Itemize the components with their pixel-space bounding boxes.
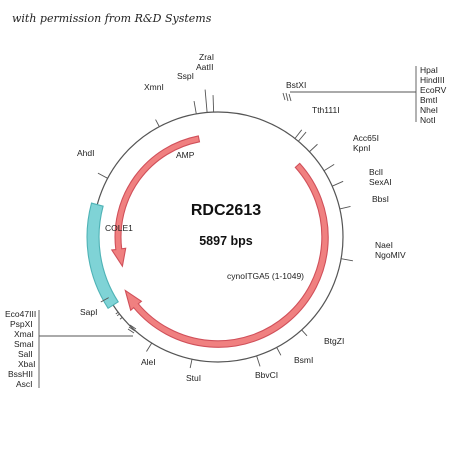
site-label-acc65i: Acc65I [353,133,379,143]
site-tick [212,95,215,113]
mcs-label-asci: AscI [16,379,33,389]
mcs-leader [127,328,135,334]
mcs-leader [129,324,137,330]
site-label-bsmi: BsmI [294,355,313,365]
feature-label-cole1: COLE1 [105,223,133,233]
site-tick [256,355,261,367]
site-tick [332,180,344,187]
mcs-label-noti: NotI [420,115,436,125]
mcs-label-ecorv: EcoRV [420,85,447,95]
site-tick [146,342,153,352]
mcs-leader [288,93,292,102]
site-tick [298,131,307,142]
site-label-alei: AleI [141,357,156,367]
site-tick [301,329,308,337]
site-label-kpni: KpnI [353,143,371,153]
site-label-sexai: SexAI [369,177,392,187]
mcs-label-sali: SalI [18,349,33,359]
site-tick [189,359,193,369]
site-label-tth111i: Tth111I [312,105,340,115]
mcs-leader [128,326,136,332]
mcs-label-bmti: BmtI [420,95,437,105]
mcs-label-xmai: XmaI [14,329,34,339]
site-label-naei: NaeI [375,240,393,250]
site-label-zrai: ZraI [199,52,214,62]
mcs-leader [282,92,286,101]
site-label-ngomiv: NgoMIV [375,250,406,260]
site-label-sapi: SapI [80,307,98,317]
plasmid-size: 5897 bps [199,234,253,248]
plasmid-name: RDC2613 [191,202,261,219]
mcs-label-smai: SmaI [14,339,34,349]
mcs-left-labels: Eco47III PspXI XmaI SmaI SalI XbaI BssHI… [5,309,36,389]
feature-cole1-arc [86,202,119,310]
site-label-sspi: SspI [177,71,194,81]
site-label-xmni: XmnI [144,82,164,92]
feature-label-amp: AMP [176,150,195,160]
site-tick [97,172,108,179]
mcs-label-pspxi: PspXI [10,319,33,329]
feature-label-cynoitga5: cynoITGA5 (1-1049) [227,271,304,281]
mcs-label-hpai: HpaI [420,65,438,75]
mcs-label-xbai: XbaI [18,359,36,369]
feature-cynoitga5-arc [124,162,329,348]
site-tick [276,347,282,356]
site-tick [341,258,353,262]
site-tick [119,317,123,320]
feature-amp-arc [110,135,201,268]
site-tick [115,311,119,315]
site-label-aatii: AatII [196,62,213,72]
mcs-leader [285,92,289,102]
site-tick [155,119,160,127]
site-tick [116,313,120,317]
mcs-label-bsshii: BssHII [8,369,33,379]
site-labels: ZraI AatII SspI XmnI BstXI Tth111I Acc65… [77,52,406,383]
mcs-label-eco47iii: Eco47III [5,309,36,319]
site-ticks [97,89,353,369]
site-tick [193,101,197,114]
site-tick [339,205,351,210]
mcs-leader-lines [38,66,417,388]
site-label-bbsi: BbsI [372,194,389,204]
mcs-label-hindiii: HindIII [420,75,445,85]
credit-text: with permission from R&D Systems [12,12,212,25]
site-label-bcli: BclI [369,167,383,177]
site-label-bstxi: BstXI [286,80,306,90]
site-label-stui: StuI [186,373,201,383]
site-tick [323,164,335,172]
mcs-label-nhei: NheI [420,105,438,115]
site-tick [294,129,303,139]
mcs-right-labels: HpaI HindIII EcoRV BmtI NheI NotI [420,65,447,125]
site-label-bbvci: BbvCI [255,370,278,380]
site-label-ahdi: AhdI [77,148,95,158]
site-label-btgzi: BtgZI [324,336,344,346]
site-tick [100,297,109,303]
site-tick [309,143,318,153]
site-tick [204,89,208,113]
